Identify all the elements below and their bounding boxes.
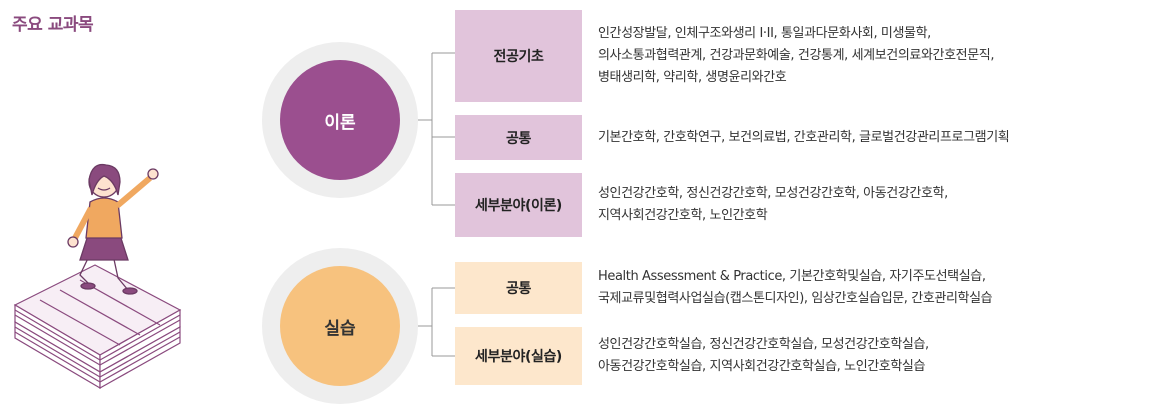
theory-category-specialty: 세부분야(이론) bbox=[455, 173, 582, 237]
course-line: 국제교류및협력사업실습(캡스톤디자인), 임상간호실습입문, 간호관리학실습 bbox=[598, 291, 993, 306]
practice-specialty-courses: 성인건강간호학실습, 정신건강간호학실습, 모성건강간호학실습, 아동건강간호학… bbox=[598, 327, 1146, 385]
theory-ring: 이론 bbox=[262, 42, 418, 198]
course-line: 기본간호학, 간호학연구, 보건의료법, 간호관리학, 글로벌건강관리프로그램기… bbox=[598, 129, 1010, 145]
theory-circle-label: 이론 bbox=[280, 60, 400, 180]
course-line: 성인건강간호학, 정신건강간호학, 모성건강간호학, 아동건강간호학, bbox=[598, 186, 948, 201]
student-on-books-illustration bbox=[13, 163, 182, 390]
theory-common-courses: 기본간호학, 간호학연구, 보건의료법, 간호관리학, 글로벌건강관리프로그램기… bbox=[598, 115, 1146, 160]
practice-category-common: 공통 bbox=[455, 262, 582, 314]
course-line: 의사소통과협력관계, 건강과문화예술, 건강통계, 세계보건의료와간호전문직, bbox=[598, 48, 995, 63]
course-line: 인간성장발달, 인체구조와생리 I·II, 통일과다문화사회, 미생물학, bbox=[598, 26, 931, 41]
practice-category-specialty: 세부분야(실습) bbox=[455, 327, 582, 385]
course-line: 아동건강간호학실습, 지역사회건강간호학실습, 노인간호학실습 bbox=[598, 359, 926, 374]
student-figure-icon bbox=[67, 163, 159, 295]
theory-specialty-courses: 성인건강간호학, 정신건강간호학, 모성건강간호학, 아동건강간호학, 지역사회… bbox=[598, 173, 1146, 237]
course-line: 병태생리학, 약리학, 생명윤리와간호 bbox=[598, 70, 787, 85]
book-stack-icon bbox=[13, 264, 182, 390]
course-line: Health Assessment & Practice, 기본간호학및실습, … bbox=[598, 269, 986, 284]
course-line: 성인건강간호학실습, 정신건강간호학실습, 모성건강간호학실습, bbox=[598, 337, 929, 352]
theory-major-basics-courses: 인간성장발달, 인체구조와생리 I·II, 통일과다문화사회, 미생물학, 의사… bbox=[598, 10, 1146, 102]
practice-circle-label: 실습 bbox=[280, 266, 400, 386]
theory-category-major-basics: 전공기초 bbox=[455, 10, 582, 102]
practice-common-courses: Health Assessment & Practice, 기본간호학및실습, … bbox=[598, 262, 1146, 314]
theory-category-common: 공통 bbox=[455, 115, 582, 160]
course-line: 지역사회건강간호학, 노인간호학 bbox=[598, 208, 768, 223]
practice-ring: 실습 bbox=[262, 248, 418, 404]
page-title: 주요 교과목 bbox=[12, 15, 94, 35]
